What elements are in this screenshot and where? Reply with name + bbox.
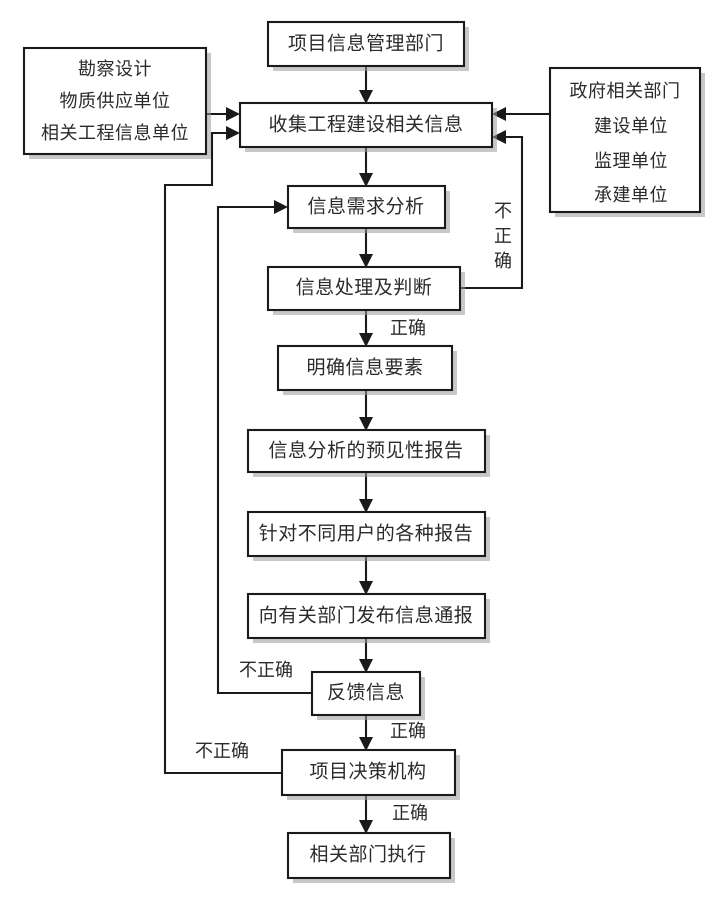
node-left-sources[interactable]: 勘察设计 物质供应单位 相关工程信息单位	[22, 46, 211, 159]
edge-label-incorrect-right-char-2: 正	[494, 226, 512, 246]
node-right-sources-line-4: 承建单位	[594, 185, 668, 205]
edge-process-to-clarify	[359, 310, 373, 347]
node-dept-execute-label: 相关部门执行	[309, 843, 426, 865]
node-right-sources-line-1: 政府相关部门	[570, 81, 681, 101]
node-decision-org[interactable]: 项目决策机构	[280, 748, 460, 800]
edge-decision-incorrect-to-collect	[163, 126, 282, 775]
node-process-judge-label: 信息处理及判断	[296, 276, 433, 298]
node-publish-bulletin[interactable]: 向有关部门发布信息通报	[246, 592, 490, 643]
node-collect-info[interactable]: 收集工程建设相关信息	[238, 101, 497, 152]
node-feedback-info-label: 反馈信息	[327, 681, 405, 703]
node-right-sources-line-2: 建设单位	[594, 116, 668, 136]
edge-publish-to-feedback	[359, 638, 373, 673]
node-demand-analysis-label: 信息需求分析	[307, 195, 424, 217]
edge-demand-to-process	[359, 228, 373, 268]
edge-clarify-to-predictive	[359, 390, 373, 431]
node-clarify-elements-label: 明确信息要素	[306, 356, 423, 378]
node-demand-analysis[interactable]: 信息需求分析	[286, 184, 450, 233]
edge-label-correct-after-judge: 正确	[390, 318, 426, 338]
edge-process-incorrect-to-collect	[460, 130, 524, 290]
node-collect-info-label: 收集工程建设相关信息	[268, 113, 463, 135]
node-user-reports[interactable]: 针对不同用户的各种报告	[246, 510, 490, 561]
edge-label-correct-after-decision: 正确	[392, 803, 428, 823]
edge-feedback-to-decision	[359, 715, 373, 751]
node-left-sources-line-3: 相关工程信息单位	[41, 123, 189, 143]
edge-right-to-collect	[492, 107, 550, 121]
edge-predictive-to-reports	[359, 472, 373, 513]
edge-label-incorrect-right: 不 正 确	[494, 201, 512, 271]
edge-label-incorrect-right-char-1: 不	[494, 201, 512, 221]
node-info-mgmt-dept[interactable]: 项目信息管理部门	[266, 20, 469, 71]
node-left-sources-line-1: 勘察设计	[78, 59, 152, 79]
edge-label-incorrect-feedback: 不正确	[239, 660, 293, 680]
edge-label-correct-after-feedback: 正确	[390, 721, 426, 741]
edge-layer	[163, 66, 550, 834]
edge-feedback-incorrect-to-demand	[216, 200, 312, 695]
node-decision-org-label: 项目决策机构	[309, 760, 426, 782]
node-publish-bulletin-label: 向有关部门发布信息通报	[259, 604, 474, 626]
node-right-sources[interactable]: 政府相关部门 建设单位 监理单位 承建单位	[548, 66, 705, 217]
node-left-sources-line-2: 物质供应单位	[60, 91, 171, 111]
edge-label-incorrect-right-char-3: 确	[494, 251, 512, 271]
node-feedback-info[interactable]: 反馈信息	[310, 670, 425, 720]
edge-decision-to-execute	[359, 795, 373, 834]
edge-collect-to-demand	[359, 147, 373, 187]
edge-mgmt-to-collect	[359, 66, 373, 104]
node-layer: 项目信息管理部门 勘察设计 物质供应单位 相关工程信息单位 政府相关部门 建设单…	[22, 20, 705, 883]
node-info-mgmt-dept-label: 项目信息管理部门	[288, 32, 444, 54]
edge-label-layer: 不 正 确 正确 不正确 正确 不正确 正确	[195, 201, 512, 823]
node-process-judge[interactable]: 信息处理及判断	[266, 265, 465, 315]
edge-reports-to-publish	[359, 556, 373, 595]
node-clarify-elements[interactable]: 明确信息要素	[276, 344, 457, 395]
node-user-reports-label: 针对不同用户的各种报告	[259, 522, 474, 544]
edge-label-incorrect-decision: 不正确	[195, 741, 249, 761]
node-right-sources-line-3: 监理单位	[594, 151, 668, 171]
node-predictive-report-label: 信息分析的预见性报告	[268, 439, 463, 461]
node-predictive-report[interactable]: 信息分析的预见性报告	[246, 428, 490, 477]
edge-left-to-collect	[206, 107, 240, 121]
node-dept-execute[interactable]: 相关部门执行	[286, 831, 455, 883]
